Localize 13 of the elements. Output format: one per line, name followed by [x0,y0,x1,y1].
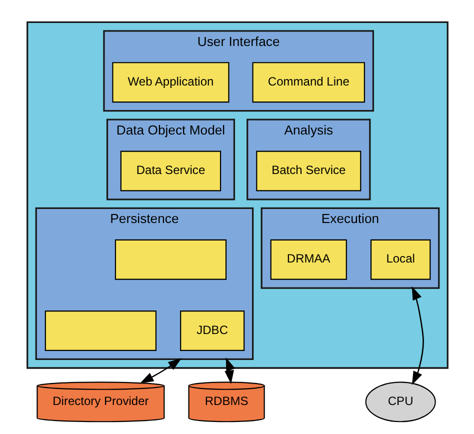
node-ellipse: CPU [364,381,436,422]
node-box: JDBC [180,310,244,351]
arrow [224,356,235,384]
node-box [114,238,226,280]
node-box: Command Line [252,62,364,102]
arrow [139,358,182,383]
node-box: Batch Service [256,150,361,191]
node-box [44,310,156,351]
node-box: DRMAA [270,238,346,280]
arrow [411,286,424,384]
node-box: Local [370,238,430,280]
node-box: Data Service [120,150,221,191]
node-box: Web Application [112,62,229,102]
